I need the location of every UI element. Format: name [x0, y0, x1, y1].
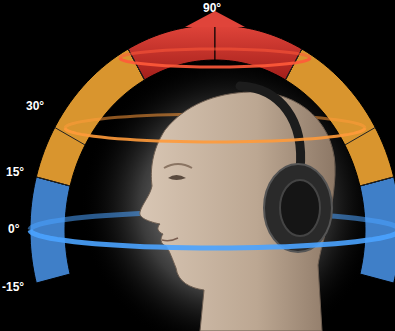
- headphone-cup: [264, 164, 332, 252]
- brow: [164, 164, 192, 168]
- angle-label: 15°: [6, 166, 24, 179]
- elevation-ring: [120, 58, 310, 67]
- arc-segment: [30, 177, 70, 283]
- elevation-ring: [65, 128, 365, 142]
- angle-label: 30°: [26, 100, 44, 113]
- arc-segment: [360, 177, 395, 283]
- elevation-ring: [30, 230, 395, 248]
- headband: [240, 86, 301, 170]
- elevation-rings-front: [30, 58, 395, 248]
- mouth: [162, 238, 178, 241]
- angle-label: 0°: [8, 223, 19, 236]
- angle-label: -15°: [2, 281, 24, 294]
- arc-tick: [36, 177, 70, 186]
- elevation-ring: [120, 49, 310, 58]
- eye: [168, 175, 186, 180]
- headphone-cup-inner: [280, 180, 320, 236]
- angle-label: 90°: [203, 2, 221, 15]
- head: [140, 92, 335, 331]
- arc-tick: [360, 177, 394, 186]
